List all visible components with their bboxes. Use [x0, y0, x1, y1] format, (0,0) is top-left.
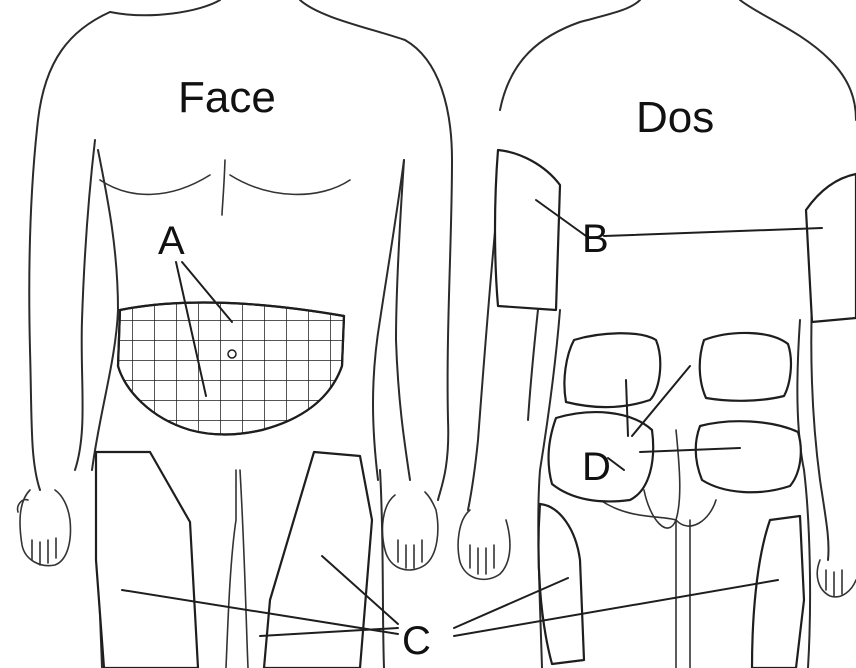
zone-d-left-upper — [564, 333, 660, 407]
zone-b-left-arm — [495, 150, 560, 310]
zone-c-front-left-thigh — [96, 452, 198, 668]
navel — [228, 350, 236, 358]
zone-d-right-lower — [696, 421, 801, 492]
zone-c-back-right-thigh — [752, 516, 804, 668]
zone-a-label: A — [158, 219, 185, 263]
zone-b-label: B — [582, 217, 609, 261]
zone-c-back-left-thigh — [539, 504, 585, 664]
zone-b-right-arm — [806, 174, 856, 322]
zone-d-right-upper — [700, 333, 791, 401]
back-title: Dos — [636, 93, 714, 142]
zone-c-label: C — [402, 619, 431, 663]
front-title: Face — [178, 73, 276, 122]
zone-d-label: D — [582, 445, 611, 489]
